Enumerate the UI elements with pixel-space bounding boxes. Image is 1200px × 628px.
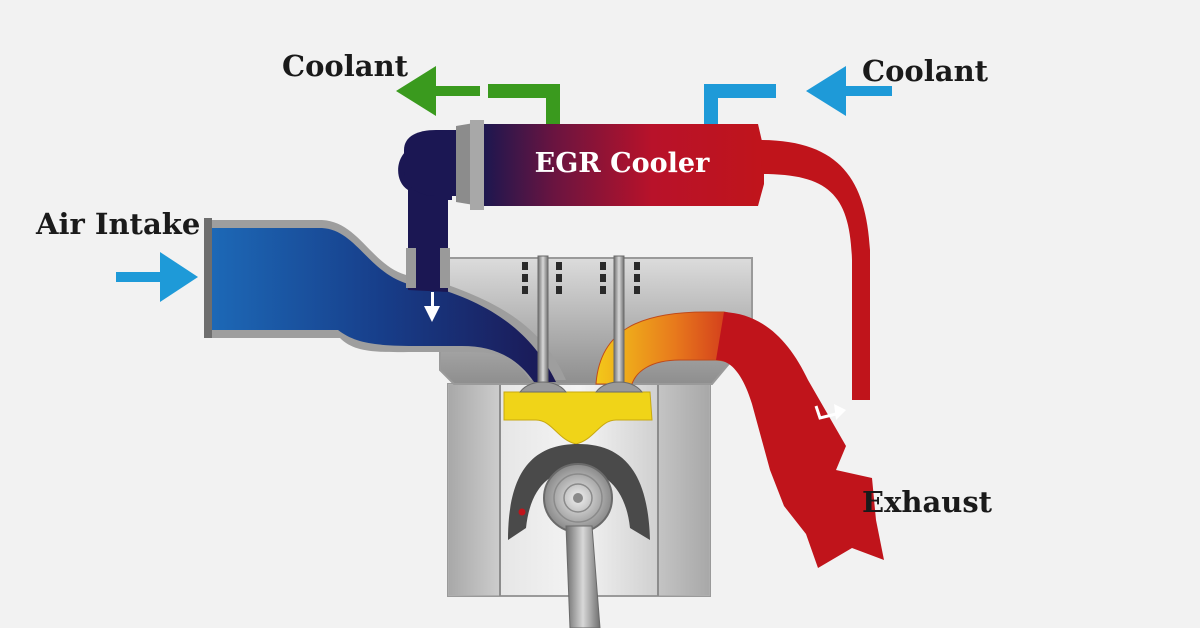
combustion-chamber xyxy=(503,391,653,445)
coolant-inlet-label: Coolant xyxy=(862,54,989,88)
egr-cooler: EGR Cooler xyxy=(456,120,870,400)
egr-flow-down-arrow-icon xyxy=(424,292,440,322)
exhaust-split-arrow-icon xyxy=(814,404,846,420)
air-intake-arrow-icon xyxy=(116,252,198,302)
air-intake-label: Air Intake xyxy=(35,207,200,241)
intake-valve xyxy=(518,255,568,393)
intake-manifold xyxy=(204,218,566,382)
coolant-in-arrow-icon xyxy=(806,66,892,116)
coolant-out-arrow-icon xyxy=(396,66,480,116)
exhaust-label: Exhaust xyxy=(862,485,993,519)
coolant-outlet-pipe xyxy=(488,84,560,124)
egr-cooler-label: EGR Cooler xyxy=(535,148,710,179)
exhaust-manifold xyxy=(595,311,884,568)
egr-return-pipe xyxy=(398,130,458,292)
coolant-inlet-pipe xyxy=(704,84,776,124)
coolant-outlet-label: Coolant xyxy=(282,49,409,83)
exhaust-valve xyxy=(594,255,644,393)
piston-assembly xyxy=(508,444,650,628)
